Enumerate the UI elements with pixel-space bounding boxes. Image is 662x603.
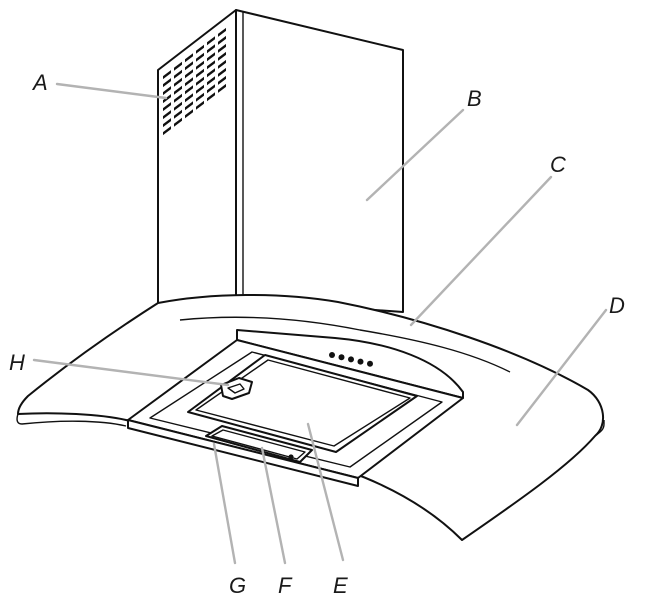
vent-slot [185,69,193,79]
glass-canopy-edge [16,413,127,427]
vent-slot [174,101,182,111]
vent-slot [163,102,171,112]
vent-slot [218,75,226,85]
vent-slot [196,92,204,102]
vent-slot [163,78,171,88]
vent-slot [196,100,204,110]
control-button [367,360,373,367]
vent-slot [174,69,182,79]
vent-slot [218,83,226,93]
vent-slot [207,36,215,46]
vent-slot [218,43,226,53]
leader-line-d [515,308,608,427]
vent-slot [218,59,226,69]
vent-slot [185,53,193,63]
glass-canopy-edge-right [594,420,605,437]
vent-slot [163,118,171,128]
vent-slot [185,85,193,95]
vent-slot [174,93,182,103]
vent-slot [218,67,226,77]
leader-line-h [32,358,230,387]
control-buttons [329,352,373,367]
leader-line-b [365,108,465,202]
filter-handle [220,377,253,400]
chimney [157,9,404,313]
vent-slot [207,68,215,78]
leader-line-a [55,82,168,100]
vent-slot [207,92,215,102]
vent-slot [196,68,204,78]
control-button [329,352,335,358]
label-c: C [550,152,566,177]
label-h: H [9,350,25,375]
vent-slot [196,60,204,70]
vent-slot [207,44,215,54]
label-b: B [467,86,482,111]
leader-line-f [260,446,287,565]
control-button [348,356,354,363]
vent-slot [196,76,204,86]
control-button [357,358,364,365]
control-button [338,354,345,361]
leader-line-c [409,175,553,327]
vent-slot [185,101,193,111]
vent-slot [207,84,215,94]
vent-slot [185,61,193,71]
vent-slot [163,126,171,136]
leader-lines [32,82,608,565]
leader-line-e [306,422,345,562]
vent-slot [218,35,226,45]
vent-slot [196,84,204,94]
vent-slot [207,52,215,62]
label-f: F [278,573,293,598]
vent-slot [174,61,182,71]
vent-slot [163,86,171,96]
grease-filter-inner [195,359,411,447]
vent-slot [207,60,215,70]
vent-slot [185,77,193,87]
vent-slot [174,117,182,127]
vent-slot [218,51,226,61]
vent-slot [185,93,193,103]
label-a: A [31,70,48,95]
leader-line-g [212,442,237,565]
vent-slot [174,85,182,95]
lamp-panel [205,425,313,463]
control-panel-strip [236,329,464,399]
glass-canopy-inner-curve [179,316,511,373]
air-vent-grille [163,27,226,136]
vent-slot [163,110,171,120]
vent-slot [196,52,204,62]
label-g: G [229,573,246,598]
vent-slot [207,76,215,86]
vent-slot [163,70,171,80]
chimney-front-face [235,9,404,313]
vent-slot [174,109,182,119]
hood-front-lip [127,419,359,487]
label-e: E [333,573,348,598]
lamp-panel-inner [211,429,306,460]
vent-slot [218,27,226,37]
vent-slot [185,109,193,119]
label-d: D [609,293,625,318]
lamp-dot [288,454,294,460]
filter-handle-inner [227,383,245,394]
vent-slot [174,77,182,87]
vent-slot [196,44,204,54]
